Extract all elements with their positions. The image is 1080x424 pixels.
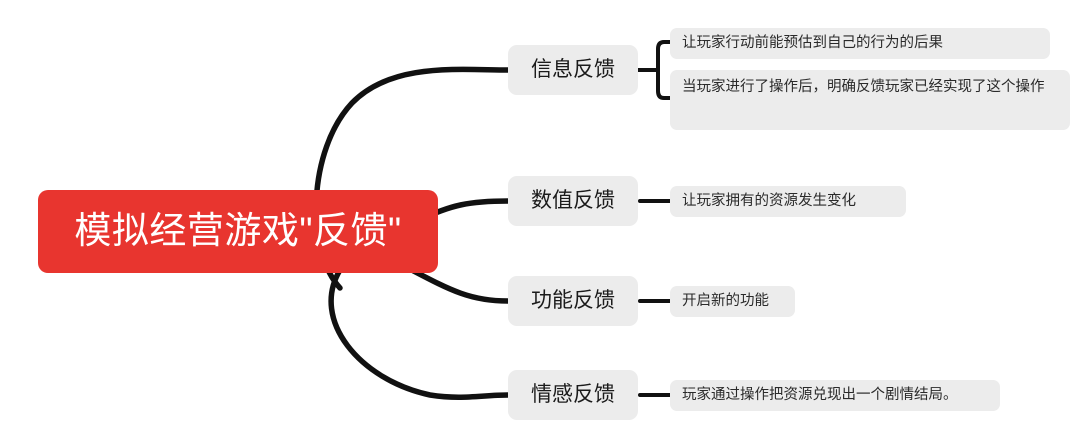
leaf-node-label: 让玩家行动前能预估到自己的行为的后果 [682,34,943,51]
mindmap-leaf-node[interactable]: 玩家通过操作把资源兑现出一个剧情结局。 [670,380,1000,411]
mindmap-leaf-node[interactable]: 让玩家行动前能预估到自己的行为的后果 [670,28,1050,59]
connector-root-to-branch-3 [328,267,511,400]
branch-node-label: 信息反馈 [531,57,615,81]
mindmap-leaf-node[interactable]: 让玩家拥有的资源发生变化 [670,186,906,217]
branch-node-label: 情感反馈 [531,382,615,406]
connector-root-to-branch-2 [405,265,511,304]
connector-branch-0-bracket [656,40,672,100]
branch-node-label: 数值反馈 [531,188,615,212]
mindmap-branch-node-emotional[interactable]: 情感反馈 [508,370,638,420]
mindmap-branch-node-information[interactable]: 信息反馈 [508,45,638,95]
root-node-label: 模拟经营游戏"反馈" [74,210,402,252]
mindmap-leaf-node[interactable]: 当玩家进行了操作后，明确反馈玩家已经实现了这个操作 [670,70,1070,130]
leaf-node-label: 玩家通过操作把资源兑现出一个剧情结局。 [682,386,958,403]
leaf-node-label: 开启新的功能 [682,292,769,309]
mindmap-branch-node-numeric[interactable]: 数值反馈 [508,176,638,226]
mindmap-root-node[interactable]: 模拟经营游戏"反馈" [38,190,438,273]
leaf-node-label: 当玩家进行了操作后，明确反馈玩家已经实现了这个操作 [682,79,1045,95]
mindmap-leaf-node[interactable]: 开启新的功能 [670,286,795,317]
leaf-node-label: 让玩家拥有的资源发生变化 [682,192,856,209]
branch-node-label: 功能反馈 [531,288,615,312]
mindmap-branch-node-functional[interactable]: 功能反馈 [508,276,638,326]
